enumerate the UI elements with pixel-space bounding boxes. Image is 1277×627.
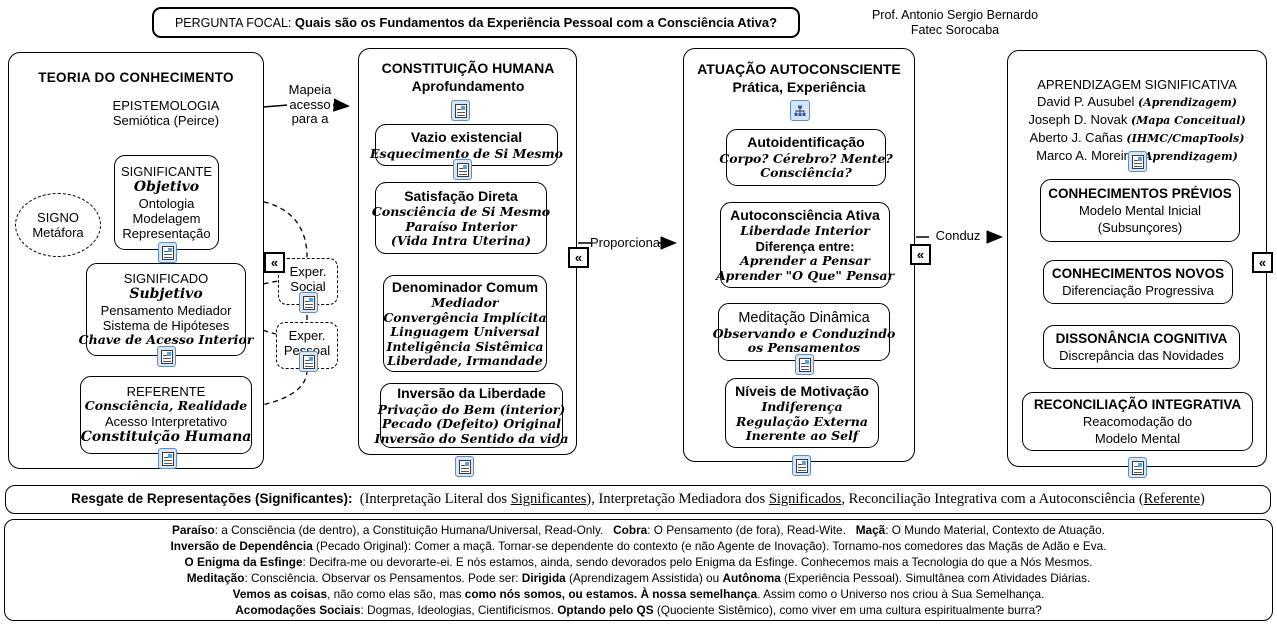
teoria-title: TEORIA DO CONHECIMENTO: [38, 70, 234, 85]
collapse-chevron-icon[interactable]: «: [568, 247, 589, 268]
collapse-chevron-icon[interactable]: «: [910, 244, 931, 265]
author-line: Aberto J. Cañas (IHMC/CmapTools): [1029, 130, 1245, 145]
footnote-line: Vemos as coisas, não como elas são, mas …: [232, 587, 1045, 601]
focal-question-box[interactable]: PERGUNTA FOCAL: Quais são os Fundamentos…: [152, 7, 800, 38]
resource-icon[interactable]: [1128, 457, 1147, 478]
resource-icon[interactable]: [451, 100, 470, 121]
author-line: David P. Ausubel (Aprendizagem): [1037, 94, 1237, 109]
resource-icon[interactable]: [157, 346, 176, 367]
resource-icon[interactable]: [453, 159, 472, 180]
aprendizagem-header: APRENDIZAGEM SIGNIFICATIVA David P. Ausu…: [1012, 76, 1262, 165]
resgate-bar[interactable]: Resgate de Representações (Significantes…: [5, 485, 1271, 514]
collapse-chevron-icon[interactable]: «: [264, 252, 285, 273]
resource-icon[interactable]: [455, 456, 474, 477]
author-line: Joseph D. Novak (Mapa Conceitual): [1028, 112, 1246, 127]
institution-name: Fatec Sorocaba: [910, 23, 1000, 37]
footnote-line: Acomodações Sociais: Dogmas, Ideologias,…: [235, 603, 1042, 617]
footnote-line: Paraíso: a Consciência (de dentro), a Co…: [172, 523, 1105, 537]
resource-icon[interactable]: [795, 354, 814, 375]
collapse-chevron-icon[interactable]: «: [1252, 252, 1273, 273]
resource-icon[interactable]: [299, 292, 318, 313]
author-line: Marco A. Moreira (Aprendizagem): [1036, 148, 1238, 163]
resource-icon[interactable]: [792, 455, 811, 476]
resgate-text: Resgate de Representações (Significantes…: [71, 491, 1205, 507]
footnote-line: O Enigma da Esfinge: Decifra-me ou devor…: [184, 555, 1093, 569]
author-credit: Prof. Antonio Sergio Bernardo Fatec Soro…: [845, 8, 1065, 38]
exper-pessoal-node[interactable]: Exper.Pessoal: [276, 322, 338, 369]
aprendizagem-title: APRENDIZAGEM SIGNIFICATIVA: [1037, 77, 1237, 92]
resource-icon[interactable]: [158, 448, 177, 469]
resource-icon[interactable]: [299, 351, 318, 372]
focal-question-prefix: PERGUNTA FOCAL:: [174, 15, 295, 30]
proporciona-arrow-label: Proporciona: [589, 235, 661, 250]
footnotes-box[interactable]: Paraíso: a Consciência (de dentro), a Co…: [4, 519, 1273, 621]
professor-name: Prof. Antonio Sergio Bernardo: [871, 8, 1039, 22]
focal-question-text: Quais são os Fundamentos da Experiência …: [294, 15, 778, 30]
footnote-line: Meditação: Consciência. Observar os Pens…: [186, 571, 1091, 585]
mapeia-arrow-label: Mapeia acesso para a: [288, 82, 332, 126]
resource-icon[interactable]: [158, 242, 177, 263]
concept-map-icon[interactable]: [790, 100, 810, 121]
footnote-line: Inversão de Dependência (Pecado Original…: [170, 539, 1107, 553]
resource-icon[interactable]: [1128, 151, 1147, 172]
conduz-arrow-label: Conduz: [935, 228, 981, 243]
